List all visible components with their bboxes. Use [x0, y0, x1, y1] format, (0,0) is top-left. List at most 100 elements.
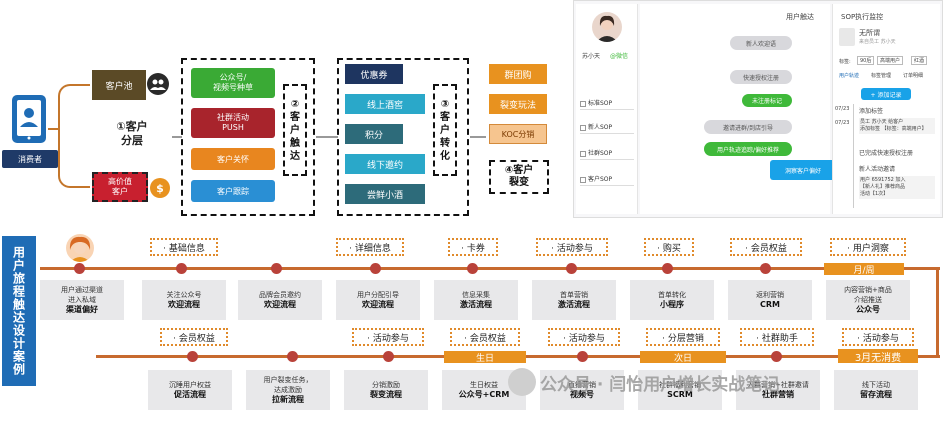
- contact-name: 无所谓: [859, 29, 880, 37]
- sop-item-community[interactable]: 社群SOP: [580, 148, 634, 160]
- bottom-strip-next-day: 次日: [640, 351, 726, 364]
- top-dot: [370, 263, 381, 274]
- bottom-strip-3-months: 3月无消费: [838, 349, 918, 364]
- stage-1-customer-layering: ①客户 分层: [116, 120, 148, 147]
- fission-item-fission-play: 裂变玩法: [489, 94, 547, 114]
- log-item-1: 添加标签: [859, 108, 884, 115]
- log-date-1: 07/23: [835, 106, 850, 112]
- top-tag-activity: · 活动参与: [536, 238, 608, 256]
- tag-90s: 90后: [857, 56, 875, 65]
- top-tag-user-insight: · 用户洞察: [830, 238, 906, 256]
- bottom-tag-segment-marketing: · 分层营销: [646, 328, 720, 346]
- fission-item-group-buy: 群团购: [489, 64, 547, 84]
- consumer-label: 消费者: [2, 150, 58, 168]
- monitor-title: SOP执行监控: [841, 13, 884, 21]
- touch-item-customer-tracking: 客户跟踪: [191, 180, 275, 202]
- convert-item-coupon: 优惠券: [345, 64, 403, 84]
- convert-item-online-cellar: 线上酒窖: [345, 94, 425, 114]
- bottom-dot: [771, 351, 782, 362]
- high-value-line1: 高价值: [108, 177, 132, 186]
- top-dot: [176, 263, 187, 274]
- top-dot: [271, 263, 282, 274]
- watermark-text: 公众号 · 闫怡用户增长实战笔记: [540, 375, 780, 395]
- bottom-cell: 直播营销视频号: [540, 370, 624, 410]
- top-tag-member-rights: · 会员权益: [730, 238, 802, 256]
- arrow-to-convert: [316, 136, 338, 138]
- sop-item-newcomer[interactable]: 新人SOP: [580, 122, 634, 134]
- stage-2-customer-touch: ② 客 户 触 达: [283, 84, 307, 176]
- bottom-cell: 用户裂变任务， 达成激励拉新流程: [246, 370, 330, 410]
- top-cell: 内容营销+商品 介绍推送公众号: [826, 280, 910, 320]
- bottom-dot: [187, 351, 198, 362]
- bottom-tag-community-assistant: · 社群助手: [740, 328, 814, 346]
- log-item-3: 已完成快速授权注册: [859, 150, 914, 157]
- bottom-dot: [287, 351, 298, 362]
- convert-item-offline-invite: 线下邀约: [345, 154, 425, 174]
- tag-redwine: 红酒: [911, 56, 928, 65]
- add-record-button[interactable]: + 添加记录: [861, 88, 911, 100]
- stage-3-customer-convert: ③ 客 户 转 化: [433, 84, 457, 176]
- bubble-unregistered-mark: 未注册标记: [742, 94, 792, 107]
- top-dot: [467, 263, 478, 274]
- top-dot: [760, 263, 771, 274]
- sop-item-standard[interactable]: 标准SOP: [580, 98, 634, 110]
- top-dot: [74, 263, 85, 274]
- consumer-phone-icon: [12, 95, 46, 143]
- log-item-5: 用户 6591752 加入 【新人礼】推荐商品 活动【1次】: [859, 176, 935, 199]
- top-tag-basic-info: · 基础信息: [150, 238, 218, 256]
- touch-item-customer-care: 客户关怀: [191, 148, 275, 170]
- top-cell: 用户通过渠道 进入私域渠道偏好: [40, 280, 124, 320]
- bottom-dot: [577, 351, 588, 362]
- wechat-watermark-icon: [508, 368, 536, 396]
- chat-title: 用户触达: [786, 13, 814, 21]
- top-timeline: [40, 267, 940, 270]
- bottom-strip-birthday: 生日: [444, 351, 526, 364]
- tab-tag-manage[interactable]: 标签管理: [871, 73, 892, 79]
- bubble-welcome: 新人欢迎语: [730, 36, 792, 50]
- layer-connector: [48, 128, 60, 130]
- bottom-tag-activity: · 活动参与: [352, 328, 424, 346]
- group-users-icon: [147, 73, 169, 95]
- touch-item-content-seeding: 公众号/ 视频号种草: [191, 68, 275, 98]
- bottom-cell: 入群营销+社群邀请社群营销: [736, 370, 820, 410]
- avatar: [592, 12, 622, 42]
- contact-sub: 来自员工 苏小天: [859, 39, 896, 45]
- tab-user-track[interactable]: 用户轨迹: [839, 73, 860, 79]
- phone-user-icon: [17, 100, 41, 140]
- sop-item-customer[interactable]: 客户SOP: [580, 174, 634, 186]
- bottom-cell: 线下活动留存流程: [834, 370, 918, 410]
- bubble-invite-group: 邀请进群/到店引导: [704, 120, 792, 134]
- touch-group: [181, 58, 315, 216]
- chat-area: 用户触达 新人欢迎语 快速授权注册 未注册标记 邀请进群/到店引导 用户轨迹追踪…: [640, 4, 836, 214]
- tag-label: 标签:: [839, 59, 851, 65]
- top-cell: 用户分配引导欢迎流程: [336, 280, 420, 320]
- top-dot: [662, 263, 673, 274]
- layer-bracket: [58, 84, 90, 188]
- journey-user-avatar: [66, 234, 94, 262]
- bottom-tag-member-rights: · 会员权益: [160, 328, 228, 346]
- stage-4-customer-fission: ④客户 裂变: [489, 160, 549, 194]
- bottom-cell: 沉睡用户权益促活流程: [148, 370, 232, 410]
- log-item-2: 员工 苏小天 给客户 添加标签 【标签：高端用户】: [859, 118, 935, 134]
- bottom-dot: [383, 351, 394, 362]
- log-date-2: 07/23: [835, 120, 850, 126]
- top-cell: 品牌会员邀约欢迎流程: [238, 280, 322, 320]
- tab-order-detail[interactable]: 订单明细: [903, 73, 924, 79]
- dollar-coin-icon: $: [150, 178, 170, 198]
- top-cell: 关注公众号欢迎流程: [142, 280, 226, 320]
- convert-group: [337, 58, 469, 216]
- convert-item-trial-wine: 尝鲜小酒: [345, 184, 425, 204]
- timeline-wrap-connector: [936, 267, 939, 358]
- high-value-line2: 客户: [112, 187, 128, 196]
- user-name: 苏小天: [582, 53, 601, 60]
- contact-avatar: [839, 28, 855, 46]
- top-cell: 首单转化小程序: [630, 280, 714, 320]
- customer-pool-node: 客户池: [92, 70, 146, 100]
- top-cell: 首单营销激活流程: [532, 280, 616, 320]
- top-tag-detail-info: · 详细信息: [336, 238, 404, 256]
- bottom-cell: 分销激励裂变流程: [344, 370, 428, 410]
- high-value-customer-node: 高价值 客户: [92, 172, 148, 202]
- user-wechat-tag: @微信: [610, 53, 629, 60]
